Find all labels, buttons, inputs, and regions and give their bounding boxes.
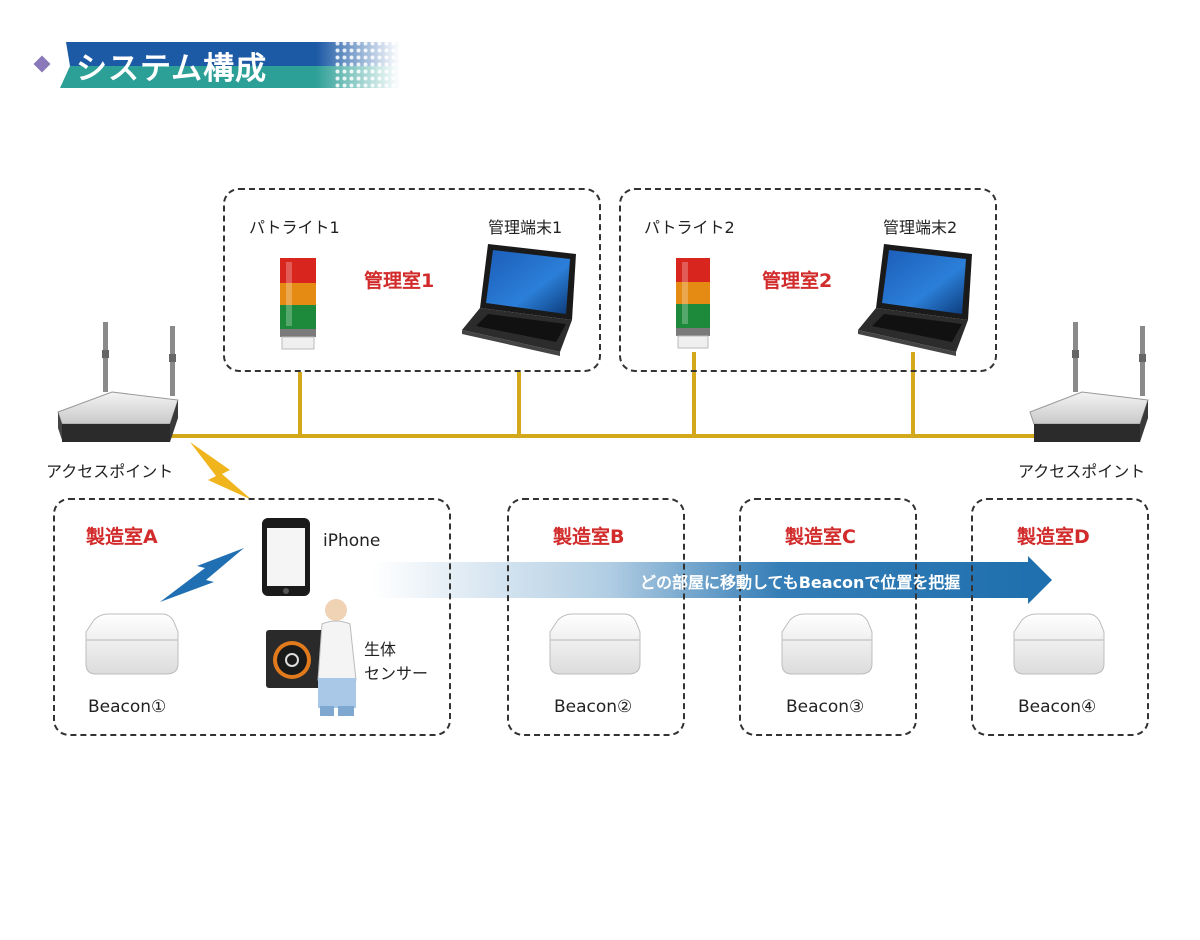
factory-room-c xyxy=(739,498,917,736)
terminal-1-label: 管理端末1 xyxy=(488,218,563,237)
factory-room-a xyxy=(53,498,451,736)
beacon-3-label: Beacon③ xyxy=(786,697,865,717)
person-icon xyxy=(317,599,357,716)
control-room-1 xyxy=(223,188,601,372)
factory-room-d-label: 製造室D xyxy=(1017,526,1090,548)
beacon-1-icon xyxy=(85,613,179,675)
factory-room-b xyxy=(507,498,685,736)
beacon-4-icon xyxy=(1013,613,1105,675)
access-point-right-icon xyxy=(1029,322,1149,442)
factory-room-b-label: 製造室B xyxy=(553,526,625,548)
laptop-1-icon xyxy=(462,244,576,356)
diagram-canvas xyxy=(57,244,1149,716)
factory-room-a-label: 製造室A xyxy=(86,526,158,548)
patlite-2-icon xyxy=(676,258,710,349)
control-room-1-label: 管理室1 xyxy=(364,270,435,292)
wireless-signal-icon xyxy=(160,548,244,602)
sensor-label-line2: センサー xyxy=(364,664,429,683)
access-point-right-label: アクセスポイント xyxy=(1018,462,1146,481)
factory-room-c-label: 製造室C xyxy=(785,526,856,548)
factory-room-d xyxy=(971,498,1149,736)
terminal-2-label: 管理端末2 xyxy=(883,218,958,237)
beacon-2-icon xyxy=(549,613,641,675)
beacon-4-label: Beacon④ xyxy=(1018,697,1097,717)
movement-arrow xyxy=(372,556,1052,604)
page-title: システム構成 xyxy=(76,51,268,87)
biometric-sensor-icon xyxy=(266,630,324,688)
iphone-icon xyxy=(262,518,310,596)
patlite-2-label: パトライト2 xyxy=(644,218,735,237)
arrow-caption: どの部屋に移動してもBeaconで位置を把握 xyxy=(640,573,961,592)
patlite-1-icon xyxy=(280,258,316,350)
access-point-left-icon xyxy=(57,322,179,442)
laptop-2-icon xyxy=(858,244,972,356)
beacon-3-icon xyxy=(781,613,873,675)
wireless-signal-icon xyxy=(190,442,252,500)
patlite-1-label: パトライト1 xyxy=(249,218,340,237)
control-room-2 xyxy=(619,188,997,372)
iphone-label: iPhone xyxy=(323,531,381,551)
beacon-1-label: Beacon① xyxy=(88,697,167,717)
banner-background xyxy=(60,42,405,88)
sensor-label-line1: 生体 xyxy=(364,640,397,659)
access-point-left-label: アクセスポイント xyxy=(46,462,174,481)
network-lines xyxy=(155,352,1045,438)
control-room-2-label: 管理室2 xyxy=(762,270,833,292)
beacon-2-label: Beacon② xyxy=(554,697,633,717)
